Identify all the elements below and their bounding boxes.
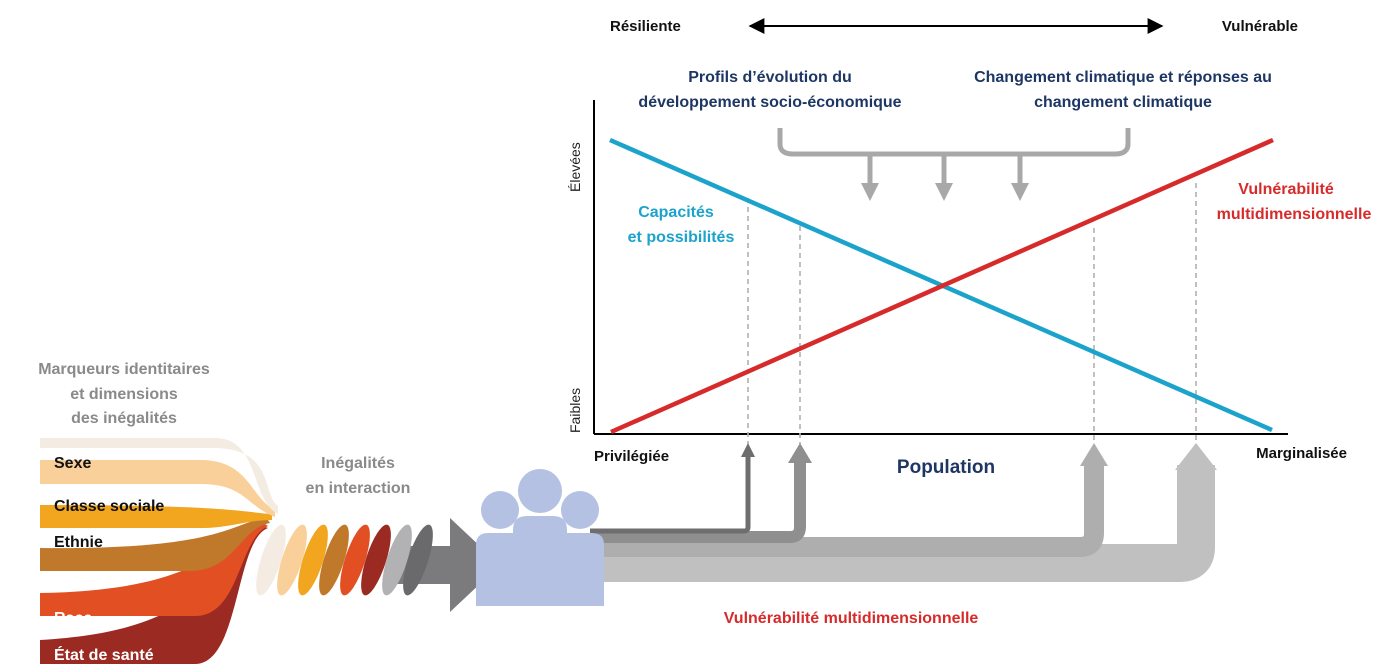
- stream-sexe: [40, 438, 278, 514]
- rope-strand-race: [340, 524, 370, 596]
- interaction-label-line2: en interaction: [306, 480, 411, 497]
- driver-arrow-1: [861, 154, 879, 201]
- stream-classe: [40, 460, 275, 517]
- dashed-guides: [747, 183, 1197, 444]
- flow-band-1: [590, 456, 751, 534]
- flow-arrow-3: [1080, 443, 1108, 466]
- x-axis-right-label: Marginalisée: [1256, 445, 1347, 462]
- marker-label-age: Âge: [54, 571, 84, 590]
- capacities-label-line2: et possibilités: [628, 229, 735, 246]
- flow-band-3: [590, 462, 1104, 557]
- vulnerability-line: [610, 137, 1274, 435]
- rope-strand-gray-dark: [403, 524, 433, 596]
- marker-label-classe-sociale: Classe sociale: [54, 498, 164, 515]
- markers-title-line3: des inégalités: [71, 410, 177, 427]
- flow-arrow-1: [741, 443, 755, 457]
- flow-band-2: [590, 460, 806, 543]
- interaction-label: Inégalités en interaction: [306, 455, 411, 497]
- marker-label-race: Race: [54, 610, 92, 627]
- driver-arrow-3: [1011, 154, 1029, 201]
- markers-title-line2: et dimensions: [70, 386, 178, 403]
- driver-left-line2: développement socio-économique: [638, 94, 901, 111]
- flow-arrow-4: [1175, 443, 1217, 470]
- population-group-icon: [476, 469, 604, 606]
- markers-title: Marqueurs identitaires et dimensions des…: [38, 361, 210, 427]
- rope-strand-sexe: [256, 524, 286, 596]
- scale-right-label: Vulnérable: [1222, 18, 1298, 35]
- vulnerability-label-line1: Vulnérabilité: [1238, 181, 1334, 198]
- driver-arrow-2: [935, 154, 953, 201]
- rope-strand-ethnie: [298, 524, 328, 596]
- driver-left-line1: Profils d’évolution du: [688, 69, 852, 86]
- marker-labels: Sexe Classe sociale Ethnie Âge Race État…: [54, 455, 164, 664]
- driver-right-line1: Changement climatique et réponses au: [974, 69, 1272, 86]
- stream-race: [40, 522, 268, 616]
- marker-label-ethnie: Ethnie: [54, 534, 103, 551]
- bottom-vulnerability-label: Vulnérabilité multidimensionnelle: [724, 610, 979, 627]
- interaction-label-line1: Inégalités: [321, 455, 395, 472]
- flow-band-4: [590, 465, 1215, 582]
- y-axis-high-label: Élevées: [567, 142, 583, 192]
- stream-ethnie: [40, 505, 272, 528]
- stream-age: [40, 517, 270, 571]
- twisted-rope: [256, 518, 500, 612]
- rope-strand-gray-light: [382, 524, 412, 596]
- driver-bracket: [777, 128, 1131, 157]
- x-axis-left-label: Privilégiée: [594, 448, 669, 465]
- chart-axes: Élevées Faibles Privilégiée Population M…: [567, 100, 1347, 478]
- rope-strand-classe: [277, 524, 307, 596]
- capacities-label-line1: Capacités: [638, 204, 714, 221]
- marker-streams: [40, 438, 278, 664]
- stream-sante: [40, 525, 268, 664]
- y-axis-low-label: Faibles: [567, 388, 583, 433]
- driver-right-line2: changement climatique: [1034, 94, 1212, 111]
- marker-label-sexe: Sexe: [54, 455, 91, 472]
- resilience-scale: Résiliente Vulnérable: [610, 18, 1298, 35]
- drivers-block: Profils d’évolution du développement soc…: [638, 69, 1272, 201]
- markers-title-line1: Marqueurs identitaires: [38, 361, 210, 378]
- population-flows: [590, 443, 1217, 582]
- scale-left-label: Résiliente: [610, 18, 681, 35]
- x-axis-title: Population: [897, 457, 995, 478]
- rope-strand-age: [319, 524, 349, 596]
- interaction-arrow: [395, 518, 500, 612]
- flow-arrow-2: [788, 443, 812, 463]
- marker-label-etat-de-sante: État de santé: [54, 645, 154, 664]
- rope-strand-sante: [361, 524, 391, 596]
- vulnerability-label-line2: multidimensionnelle: [1217, 206, 1372, 223]
